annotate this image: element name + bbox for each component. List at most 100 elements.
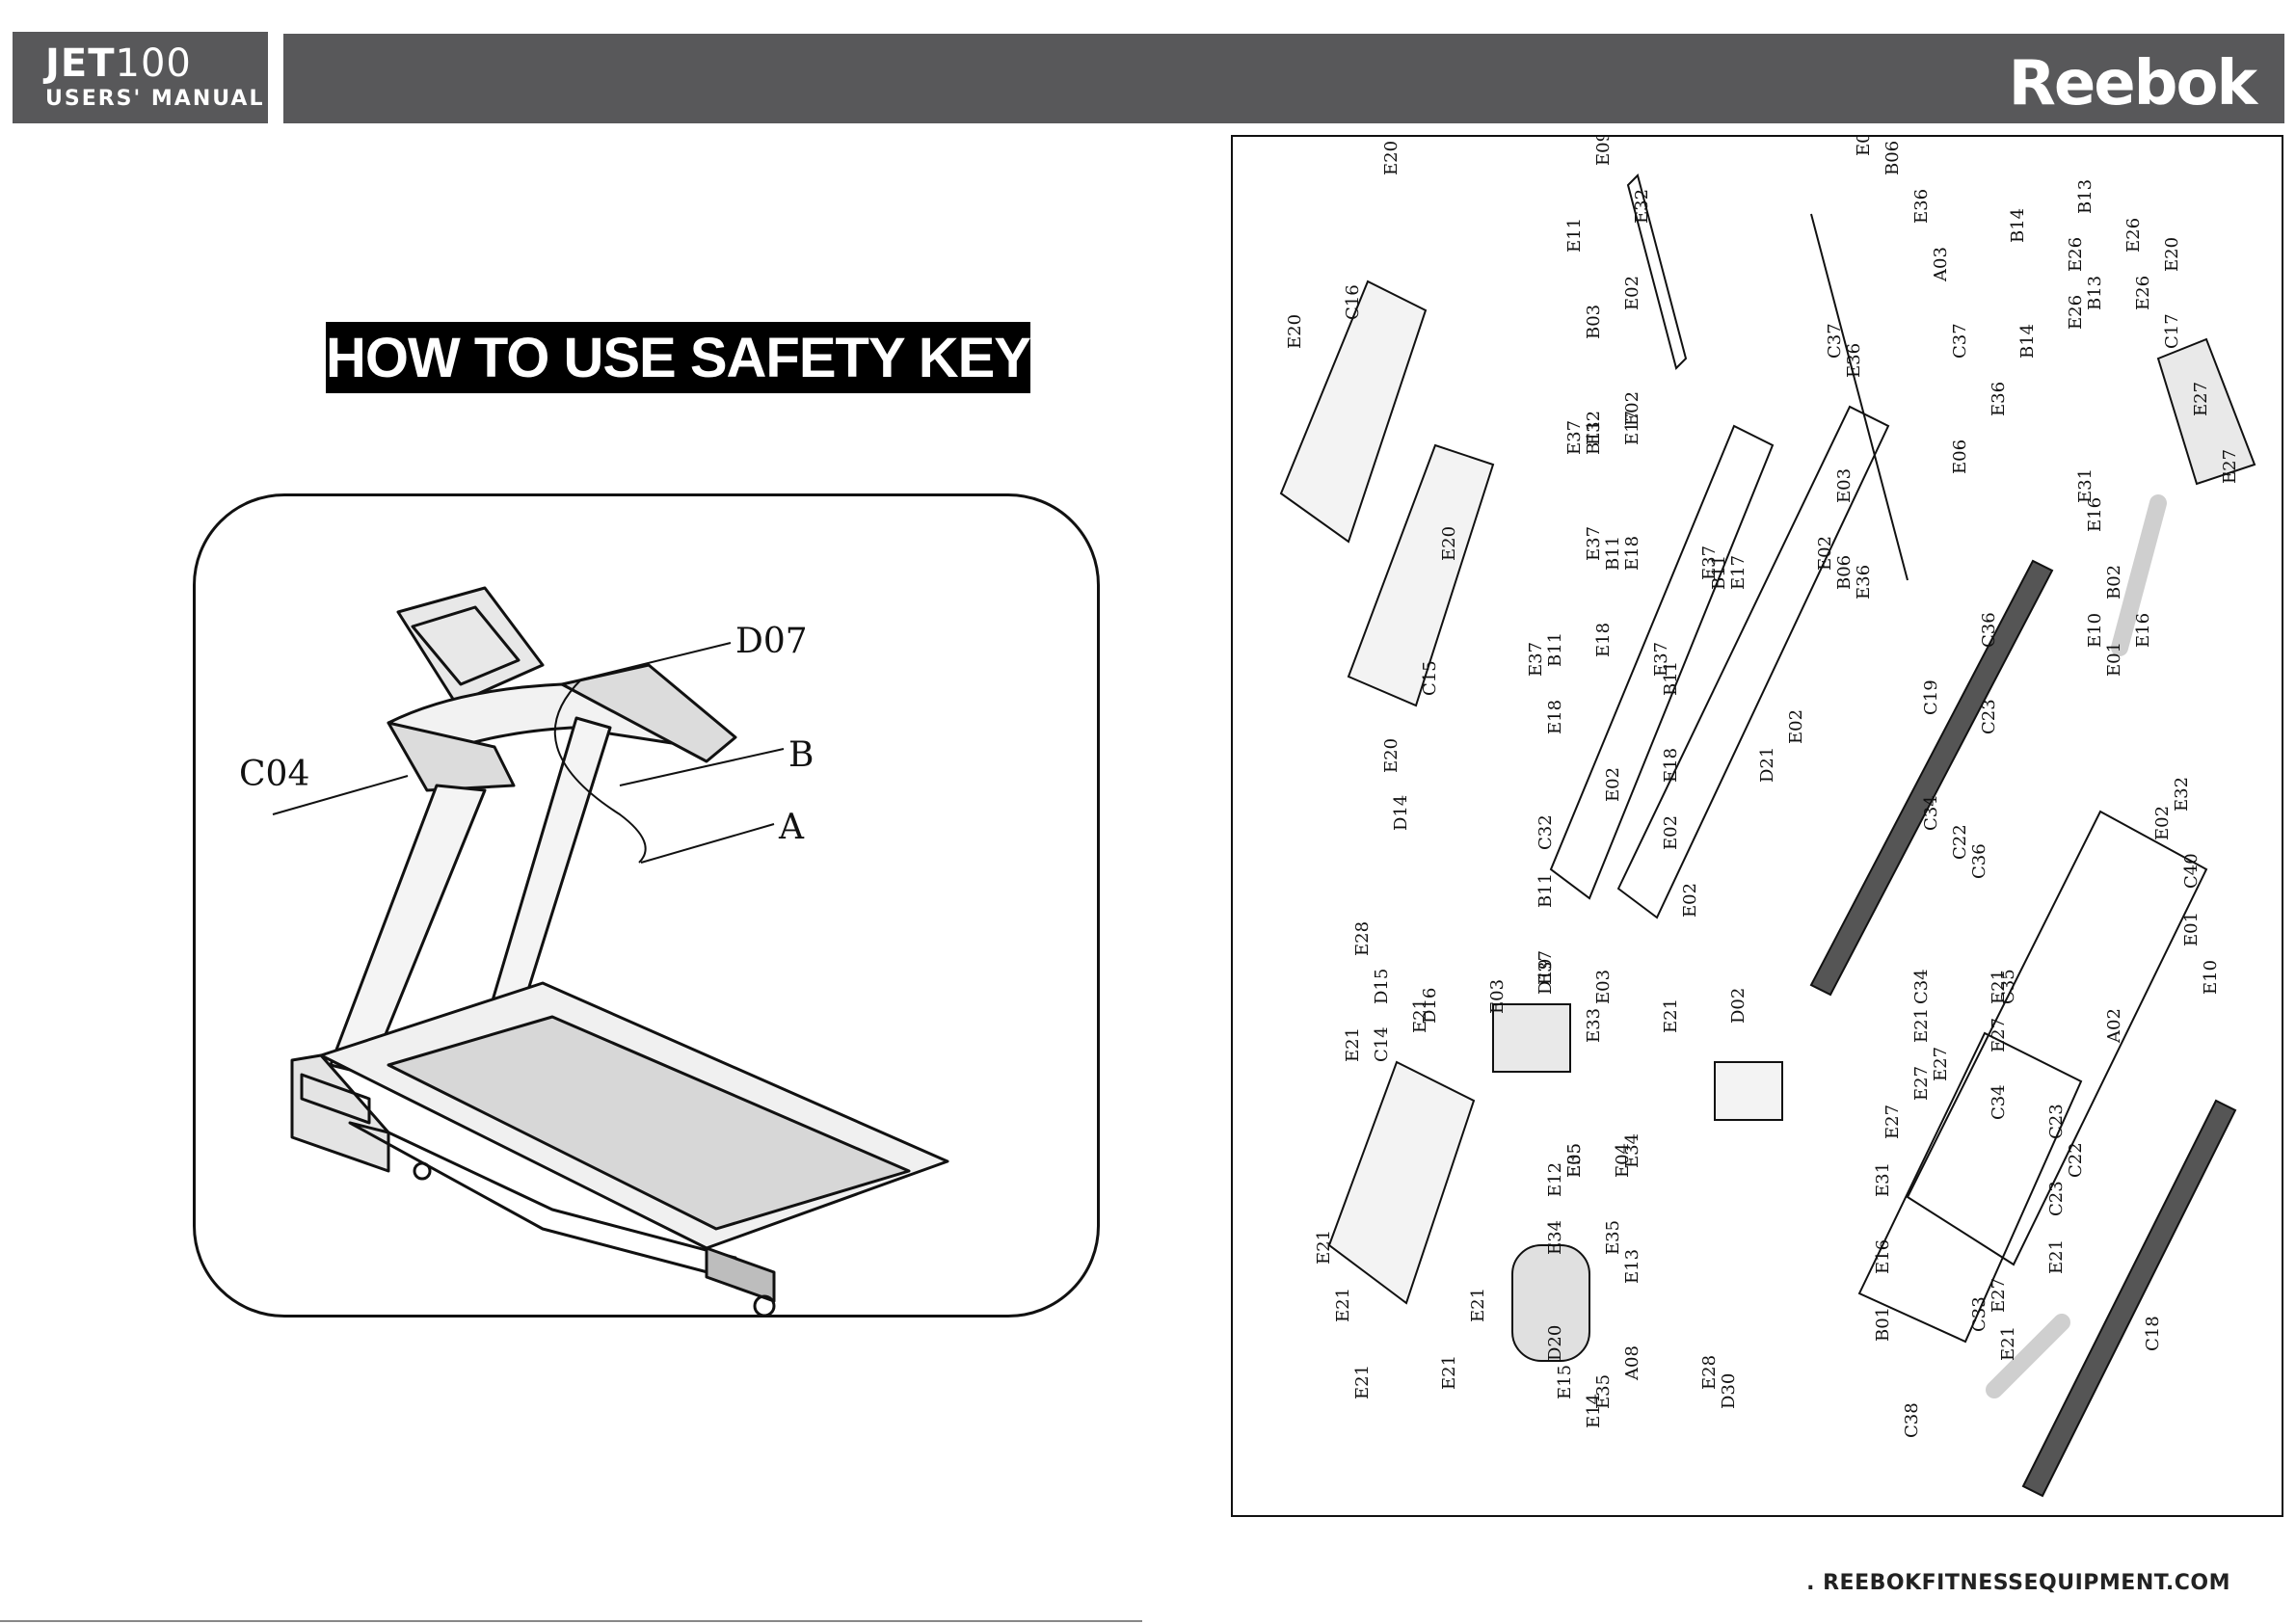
part-label: C34 <box>1911 969 1932 1004</box>
part-label: C38 <box>1902 1402 1922 1438</box>
part-label: E27 <box>1911 1066 1932 1101</box>
part-label: C15 <box>1420 660 1440 696</box>
part-label: E32 <box>1584 411 1604 445</box>
part-label: D16 <box>1420 988 1440 1024</box>
part-label: C34 <box>1989 1084 2009 1120</box>
part-label: D30 <box>1719 1373 1739 1409</box>
part-label: D19 <box>1535 959 1556 995</box>
part-label: A08 <box>1622 1345 1642 1381</box>
brand-logo: Reebok <box>2008 48 2257 120</box>
part-label: E21 <box>1333 1288 1353 1322</box>
part-label: C16 <box>1343 284 1363 320</box>
part-label: E16 <box>1873 1239 1893 1274</box>
part-label: E37 <box>1535 950 1556 985</box>
part-label: E18 <box>1593 623 1614 657</box>
part-label: B13 <box>2085 276 2105 310</box>
part-label: E32 <box>1632 189 1652 224</box>
part-label: E02 <box>1661 815 1681 850</box>
part-label: E05 <box>1564 1143 1585 1178</box>
part-label: E27 <box>1882 1105 1903 1139</box>
part-label: E37 <box>1651 642 1671 677</box>
part-label: E26 <box>2066 237 2086 272</box>
part-label: B13 <box>2075 179 2096 214</box>
part-label: E36 <box>1844 343 1864 378</box>
callout-B: B <box>788 735 814 775</box>
part-label: B11 <box>1661 661 1681 696</box>
part-label: E21 <box>1439 1355 1459 1390</box>
part-label: D15 <box>1372 969 1392 1004</box>
part-label: E11 <box>1564 218 1585 253</box>
part-label: E21 <box>1989 970 2009 1004</box>
part-label: C35 <box>1998 969 2018 1004</box>
manual-badge: JET100 USERS' MANUAL <box>13 32 268 123</box>
part-label: E36 <box>1989 382 2009 416</box>
part-label: E01 <box>2181 912 2202 946</box>
part-label: E21 <box>1911 1008 1932 1043</box>
part-label: E10 <box>2201 960 2221 995</box>
part-label: E20 <box>1381 738 1402 773</box>
part-label: E21 <box>1998 1326 2018 1361</box>
part-label: C22 <box>2066 1142 2086 1178</box>
part-label: C34 <box>1921 795 1941 831</box>
exploded-drawing: E20C16E20E09E11E32B03E02E32E02E06B06E36C… <box>1279 137 2256 1498</box>
part-label: E03 <box>1593 970 1614 1004</box>
part-label: E27 <box>1989 1018 2009 1052</box>
part-label: C14 <box>1372 1026 1392 1062</box>
part-label: E36 <box>1854 565 1874 599</box>
part-label: B11 <box>1535 873 1556 908</box>
part-label: E21 <box>1468 1288 1488 1322</box>
part-label: B11 <box>1709 555 1729 590</box>
part-label: E17 <box>1622 411 1642 445</box>
part-label: E21 <box>1661 998 1681 1033</box>
part-label: E02 <box>2152 806 2173 840</box>
part-label: E13 <box>1622 1249 1642 1284</box>
website-url: . REEBOKFITNESSEQUIPMENT.COM <box>1806 1571 2230 1595</box>
part-label: E21 <box>1314 1230 1334 1265</box>
part-label: C17 <box>2162 313 2182 349</box>
part-label: C19 <box>1921 679 1941 715</box>
part-label: E28 <box>1352 921 1373 956</box>
part-label: C18 <box>2143 1316 2163 1351</box>
part-label: E37 <box>1564 420 1585 455</box>
part-label: C37 <box>1825 323 1845 359</box>
part-label: C36 <box>1969 843 1989 879</box>
part-label: E04 <box>1613 1143 1633 1178</box>
bottom-divider <box>0 1620 1142 1622</box>
part-label: C33 <box>1969 1296 1989 1332</box>
part-label: E10 <box>2085 613 2105 648</box>
part-label: E02 <box>1815 536 1835 571</box>
part-label: C32 <box>1535 814 1556 850</box>
part-label: E37 <box>1699 546 1720 580</box>
part-label: C37 <box>1950 323 1970 359</box>
part-label: E18 <box>1545 700 1565 734</box>
part-label: B14 <box>2008 208 2028 243</box>
part-label: C23 <box>1979 699 1999 734</box>
manual-label: USERS' MANUAL <box>45 87 265 111</box>
part-label: C23 <box>2046 1104 2067 1139</box>
callout-A: A <box>778 808 805 847</box>
part-label: B11 <box>1545 632 1565 667</box>
part-label: B03 <box>1584 305 1604 339</box>
part-label: E06 <box>1854 137 1874 156</box>
part-label: E02 <box>1680 883 1700 918</box>
part-label: E06 <box>1950 439 1970 474</box>
part-label: E37 <box>1526 642 1546 677</box>
treadmill-drawing: D07 C04 B A <box>239 586 949 1318</box>
part-label: B11 <box>1584 420 1604 455</box>
part-label: E31 <box>1873 1162 1893 1197</box>
part-label: E27 <box>1931 1047 1951 1081</box>
part-label: E15 <box>1555 1365 1575 1399</box>
part-label: E21 <box>1343 1027 1363 1062</box>
part-label: E09 <box>1593 137 1614 166</box>
part-label: A03 <box>1931 247 1951 282</box>
part-label: C22 <box>1950 824 1970 860</box>
part-label: A02 <box>2104 1008 2124 1044</box>
part-label: B14 <box>2017 324 2038 359</box>
part-label: E20 <box>2162 237 2182 272</box>
part-label: E27 <box>2191 382 2211 416</box>
part-label: B01 <box>1873 1307 1893 1342</box>
part-label: E26 <box>2133 276 2153 310</box>
part-label: E21 <box>1352 1365 1373 1399</box>
part-label: D20 <box>1545 1325 1565 1361</box>
